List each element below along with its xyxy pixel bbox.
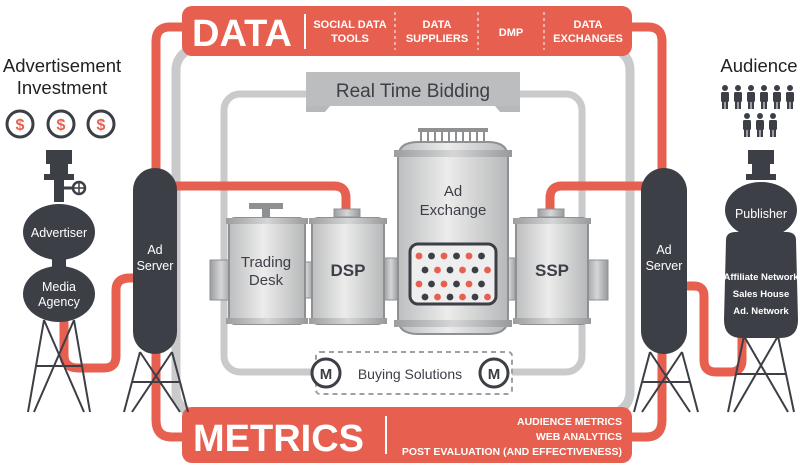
affiliate-network-label: Affiliate Network — [724, 272, 800, 283]
exchange-dot-0 — [415, 252, 423, 260]
data-banner-title: DATA — [192, 13, 292, 55]
media-agency-label-2: Agency — [38, 295, 80, 309]
left-ad-server-label-1: Ad — [147, 243, 162, 257]
coin-symbol-0: $ — [16, 117, 25, 134]
trading-desk-label-1: Trading — [241, 254, 291, 271]
right-ad-server: Ad Server — [633, 168, 699, 413]
exchange-dot-10 — [471, 266, 479, 274]
data-banner-item-0-0: SOCIAL DATA — [313, 19, 386, 31]
advertiser-tower: Advertisement Investment $$$ Advertiser … — [3, 55, 121, 413]
trading-desk-label-2: Desk — [249, 272, 284, 289]
data-banner-item-1-1: SUPPLIERS — [406, 33, 468, 45]
coin-symbol-2: $ — [97, 117, 106, 134]
person-icon-8 — [769, 113, 777, 137]
exchange-dot-11 — [484, 266, 491, 274]
exchange-dot-6 — [421, 266, 429, 274]
metrics-banner: METRICS AUDIENCE METRICS WEB ANALYTICS POS… — [182, 407, 632, 463]
exchange-dot-19 — [434, 293, 441, 301]
exchange-dot-8 — [446, 266, 454, 274]
exchange-dot-14 — [440, 280, 448, 288]
data-banner-item-1-0: DATA — [423, 19, 452, 31]
exchange-dot-12 — [415, 280, 423, 288]
rtb-label-box: Real Time Bidding — [306, 72, 520, 112]
exchange-dot-20 — [446, 293, 454, 301]
ssp-label: SSP — [535, 261, 569, 280]
exchange-dot-4 — [465, 252, 473, 260]
exchange-dot-23 — [484, 293, 491, 301]
red-pipes — [59, 22, 747, 442]
m-badge-left: M — [320, 366, 333, 383]
metrics-banner-item-1: WEB ANALYTICS — [536, 431, 622, 443]
person-icon-6 — [743, 113, 751, 137]
ad-exchange-tank: Ad Exchange — [394, 128, 512, 335]
publisher-tower: Audience Publisher Affiliate Network Sal… — [720, 55, 800, 413]
person-icon-3 — [760, 85, 768, 109]
right-ad-server-label-2: Server — [646, 259, 683, 273]
trading-desk-tank: Trading Desk — [226, 203, 308, 325]
exchange-dot-7 — [434, 266, 441, 274]
data-banner-item-0-1: TOOLS — [331, 33, 369, 45]
media-agency-label-1: Media — [42, 280, 76, 294]
data-banner-item-3-0: DATA — [574, 19, 603, 31]
audience-title: Audience — [720, 55, 797, 76]
exchange-dot-22 — [471, 293, 479, 301]
exchange-dot-2 — [440, 252, 448, 260]
person-icon-0 — [721, 85, 729, 109]
sales-house-label: Sales House — [733, 289, 790, 300]
ad-exchange-label-1: Ad — [444, 183, 462, 200]
metrics-banner-item-2: POST EVALUATION (AND EFFECTIVENESS) — [402, 446, 622, 458]
data-banner: DATA SOCIAL DATA TOOLS DATA SUPPLIERS DMP DAT… — [182, 6, 632, 56]
coin-2 — [86, 109, 116, 139]
data-banner-item-2-0: DMP — [499, 27, 523, 39]
buying-solutions-label: Buying Solutions — [358, 366, 462, 382]
person-icon-5 — [786, 85, 794, 109]
exchange-dot-21 — [459, 293, 466, 301]
left-ad-server: Ad Server — [123, 168, 189, 413]
buying-solutions: M M Buying Solutions — [310, 351, 513, 395]
exchange-dot-18 — [421, 293, 429, 301]
dsp-tank: DSP — [309, 208, 387, 325]
metrics-banner-item-0: AUDIENCE METRICS — [517, 416, 622, 428]
advertisement-investment-title-1: Advertisement — [3, 55, 121, 76]
person-icon-1 — [734, 85, 742, 109]
exchange-dot-13 — [428, 280, 435, 288]
rtb-label: Real Time Bidding — [336, 81, 490, 102]
exchange-dot-9 — [459, 266, 466, 274]
data-banner-item-3-1: EXCHANGES — [553, 33, 623, 45]
coin-1 — [46, 109, 76, 139]
m-badge-right: M — [488, 366, 501, 383]
coins: $ $ $ — [5, 109, 116, 139]
left-ad-server-label-2: Server — [137, 259, 174, 273]
ad-network-label: Ad. Network — [733, 306, 789, 317]
exchange-dot-1 — [428, 252, 435, 260]
right-ad-server-label-1: Ad — [656, 243, 671, 257]
advertiser-label: Advertiser — [31, 226, 87, 240]
person-icon-4 — [773, 85, 781, 109]
exchange-dot-3 — [453, 252, 460, 260]
publisher-label: Publisher — [735, 207, 787, 221]
exchange-dot-16 — [465, 280, 473, 288]
exchange-dot-15 — [453, 280, 460, 288]
advertisement-investment-title-2: Investment — [17, 77, 108, 98]
person-icon-2 — [747, 85, 755, 109]
person-icon-7 — [756, 113, 764, 137]
audience-people — [721, 85, 794, 137]
coin-0 — [5, 109, 35, 139]
exchange-dots — [415, 252, 491, 301]
exchange-dot-5 — [478, 252, 485, 260]
exchange-dot-17 — [478, 280, 485, 288]
ssp-tank: SSP — [513, 208, 591, 325]
dsp-label: DSP — [331, 261, 366, 280]
metrics-banner-title: METRICS — [193, 418, 364, 460]
ad-exchange-label-2: Exchange — [420, 202, 487, 219]
coin-symbol-1: $ — [57, 117, 66, 134]
